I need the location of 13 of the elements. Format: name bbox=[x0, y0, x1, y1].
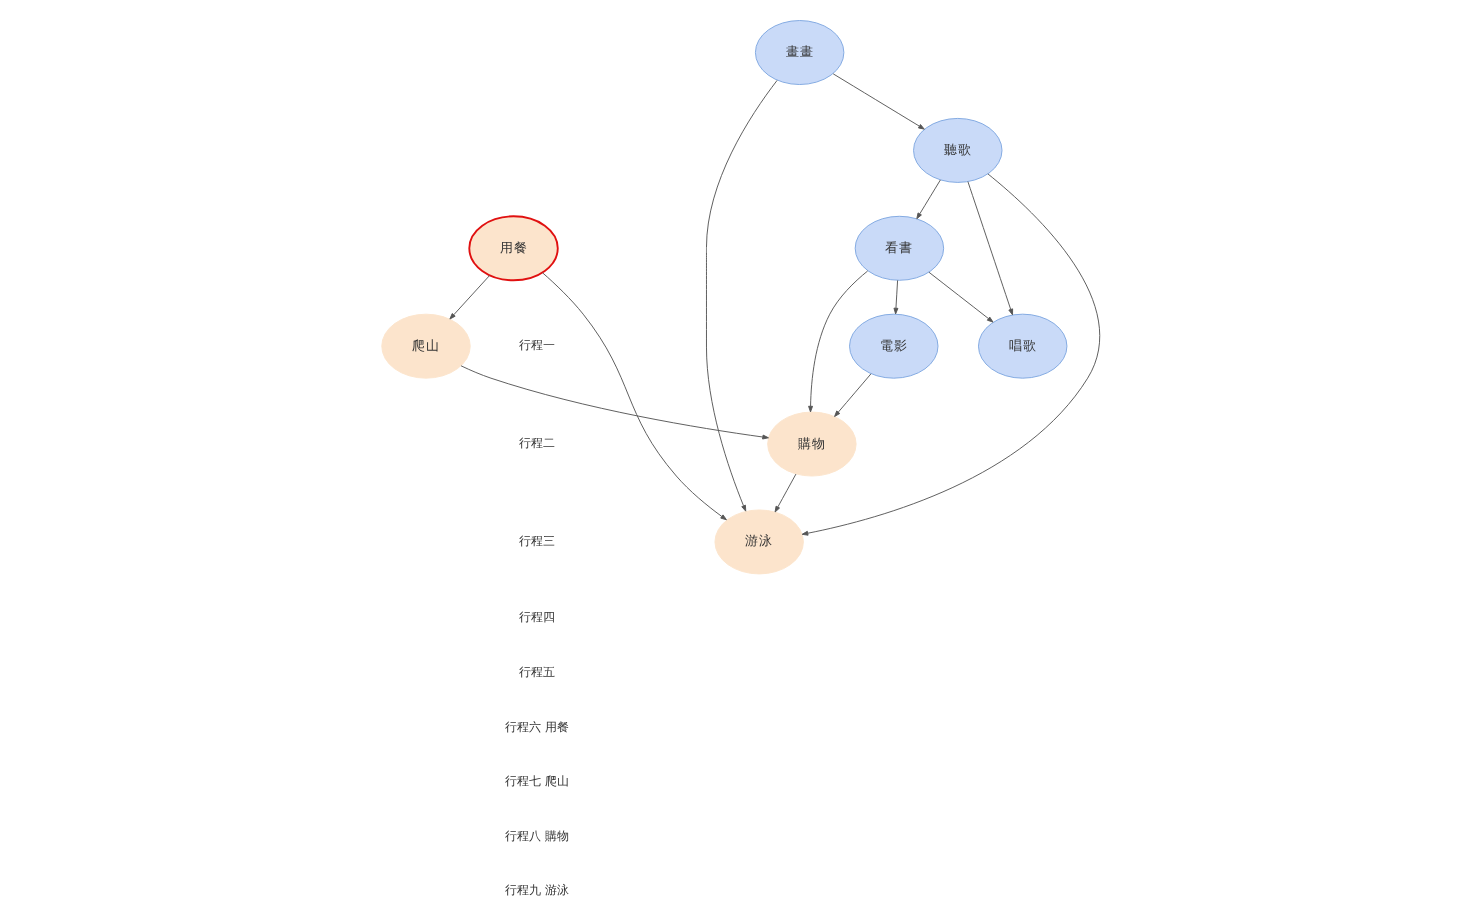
arrow bbox=[966, 181, 1013, 316]
arrow bbox=[915, 179, 940, 220]
arrow bbox=[833, 373, 871, 417]
arrow bbox=[927, 271, 993, 323]
arrow bbox=[800, 173, 1100, 536]
arrow bbox=[541, 272, 726, 521]
arrow bbox=[831, 73, 924, 130]
arrow bbox=[705, 79, 777, 512]
arrow bbox=[807, 270, 868, 413]
arrow bbox=[892, 279, 898, 315]
arrow bbox=[459, 365, 768, 440]
arrow bbox=[773, 473, 796, 513]
arrow bbox=[448, 275, 490, 320]
